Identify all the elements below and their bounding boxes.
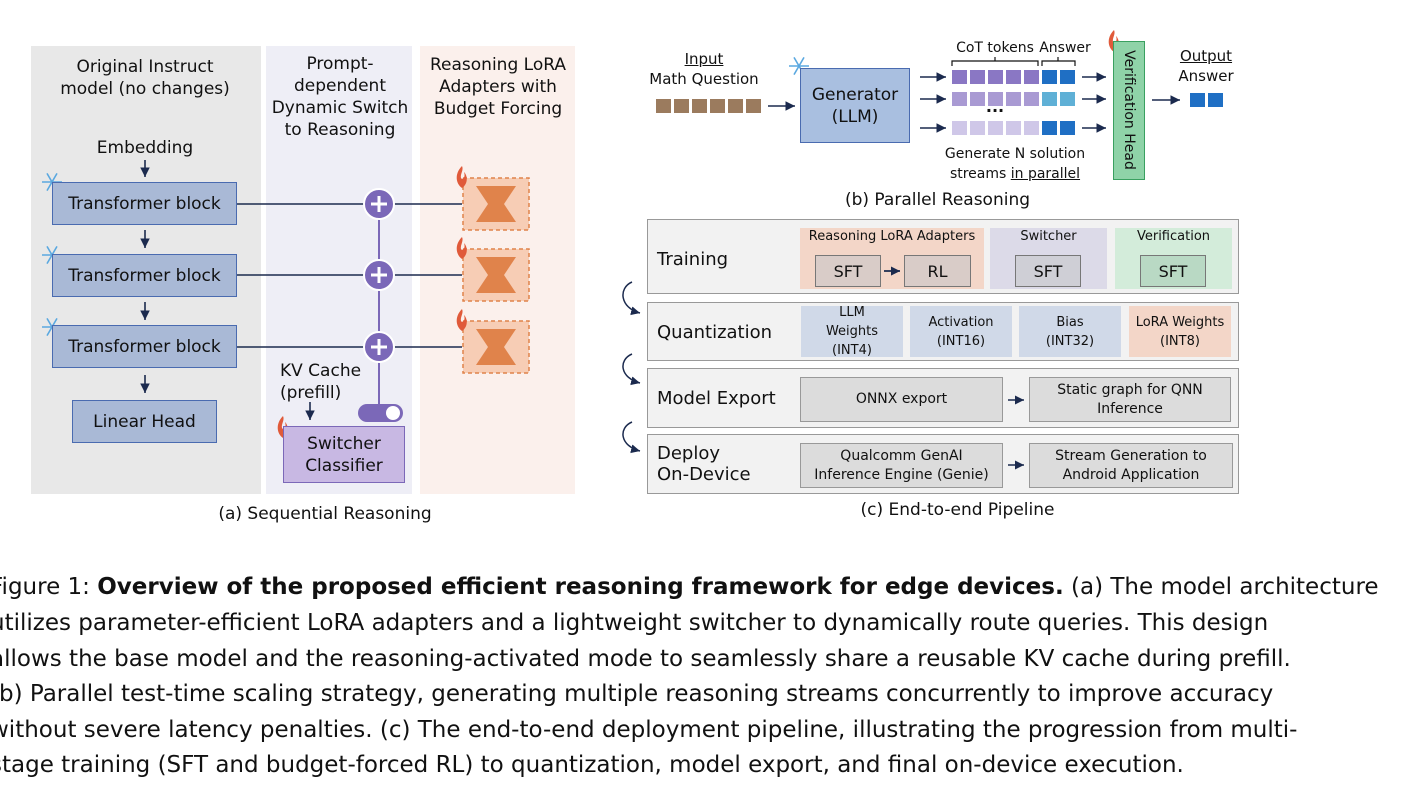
- group-lora-title: Reasoning LoRA Adapters: [808, 229, 976, 244]
- output-subtitle: Answer: [1178, 67, 1234, 85]
- input-tokens: [656, 99, 761, 113]
- figure-caption-line-6: stage training (SFT and budget-forced RL…: [0, 752, 1184, 778]
- answer-brace: [1041, 57, 1076, 66]
- quant-lora-weights: LoRA Weights (INT8): [1129, 306, 1231, 357]
- answer-label: Answer: [1039, 40, 1091, 56]
- embedding-label: Embedding: [96, 138, 194, 158]
- figure-caption-line-4: (b) Parallel test-time scaling strategy,…: [0, 681, 1274, 707]
- group-switcher-title: Switcher: [1020, 229, 1077, 244]
- switcher-sft-box: SFT: [1015, 255, 1081, 287]
- kv-cache-label: KV Cache (prefill): [280, 361, 362, 403]
- group-verification-title: Verification: [1136, 229, 1211, 244]
- switcher-classifier: Switcher Classifier: [283, 426, 405, 483]
- step-model-export-label: Model Export: [657, 388, 776, 409]
- lora-rl-box: RL: [904, 255, 971, 287]
- figure-caption-text-0: (a) The model architecture: [1063, 574, 1379, 600]
- caption-c: (c) End-to-end Pipeline: [860, 500, 1055, 520]
- android-stream-box: Stream Generation to Android Application: [1029, 443, 1233, 488]
- stream-ellipsis: ...: [985, 97, 1005, 116]
- figure-caption-line-1: Figure 1: Overview of the proposed effic…: [0, 569, 1379, 605]
- output-tokens: [1190, 93, 1223, 107]
- linear-head: Linear Head: [72, 400, 217, 443]
- transformer-block-1: Transformer block: [52, 182, 237, 225]
- caption-a: (a) Sequential Reasoning: [218, 504, 432, 524]
- col3-title: Reasoning LoRA Adapters with Budget Forc…: [430, 55, 566, 119]
- panel-b-diagram: [656, 30, 1223, 135]
- panel-c-arrows: [622, 270, 1024, 470]
- output-title: Output: [1179, 47, 1233, 65]
- col2-title: Prompt-dependent Dynamic Switch to Reaso…: [271, 54, 409, 140]
- cot-tokens-label: CoT tokens: [956, 40, 1034, 56]
- quant-llm-weights: LLM Weights (INT4): [801, 305, 903, 358]
- step-deploy-label: Deploy On-Device: [657, 443, 751, 485]
- static-graph-box: Static graph for QNN Inference: [1029, 377, 1231, 422]
- lora-adapter-icon: [462, 177, 530, 374]
- figure-title: Overview of the proposed efficient reaso…: [97, 574, 1064, 600]
- training-arrow: [884, 266, 900, 276]
- quant-activation: Activation (INT16): [910, 306, 1012, 357]
- figure-label: Figure 1:: [0, 574, 98, 600]
- caption-b: (b) Parallel Reasoning: [844, 190, 1031, 210]
- col1-title: Original Instruct model (no changes): [60, 57, 230, 99]
- generate-line-1: Generate N solution: [944, 146, 1086, 162]
- verification-head-label: Verification Head: [1121, 50, 1137, 170]
- generate-line-2: streams in parallel: [930, 164, 1100, 184]
- genie-engine-box: Qualcomm GenAI Inference Engine (Genie): [800, 443, 1003, 488]
- cot-brace: [951, 57, 1039, 66]
- lora-sft-box: SFT: [815, 255, 881, 287]
- figure-caption-line-3: allows the base model and the reasoning-…: [0, 646, 1291, 672]
- figure-caption-line-5: without severe latency penalties. (c) Th…: [0, 717, 1298, 743]
- toggle-switch-icon: [358, 404, 403, 422]
- cot-token-row-n: [952, 121, 1075, 135]
- verification-head: [1113, 41, 1145, 180]
- generate-line-2b: in parallel: [1010, 166, 1081, 182]
- cot-token-row-1: [952, 70, 1075, 84]
- generator-llm: Generator (LLM): [800, 68, 910, 143]
- figure-caption-line-2: utilizes parameter-efficient LoRA adapte…: [0, 610, 1269, 636]
- input-title: Input: [684, 50, 724, 68]
- generate-streams-label: Generate N solution streams in parallel: [930, 144, 1100, 184]
- quant-bias: Bias (INT32): [1019, 306, 1121, 357]
- generate-line-2a: streams: [949, 166, 1011, 182]
- step-quantization-label: Quantization: [657, 322, 773, 343]
- cot-token-row-2: [952, 92, 1075, 106]
- step-training-label: Training: [657, 249, 729, 270]
- verification-sft-box: SFT: [1140, 255, 1206, 287]
- input-subtitle: Math Question: [649, 70, 759, 88]
- transformer-block-3: Transformer block: [52, 325, 237, 368]
- transformer-block-2: Transformer block: [52, 254, 237, 297]
- onnx-export-box: ONNX export: [800, 377, 1003, 422]
